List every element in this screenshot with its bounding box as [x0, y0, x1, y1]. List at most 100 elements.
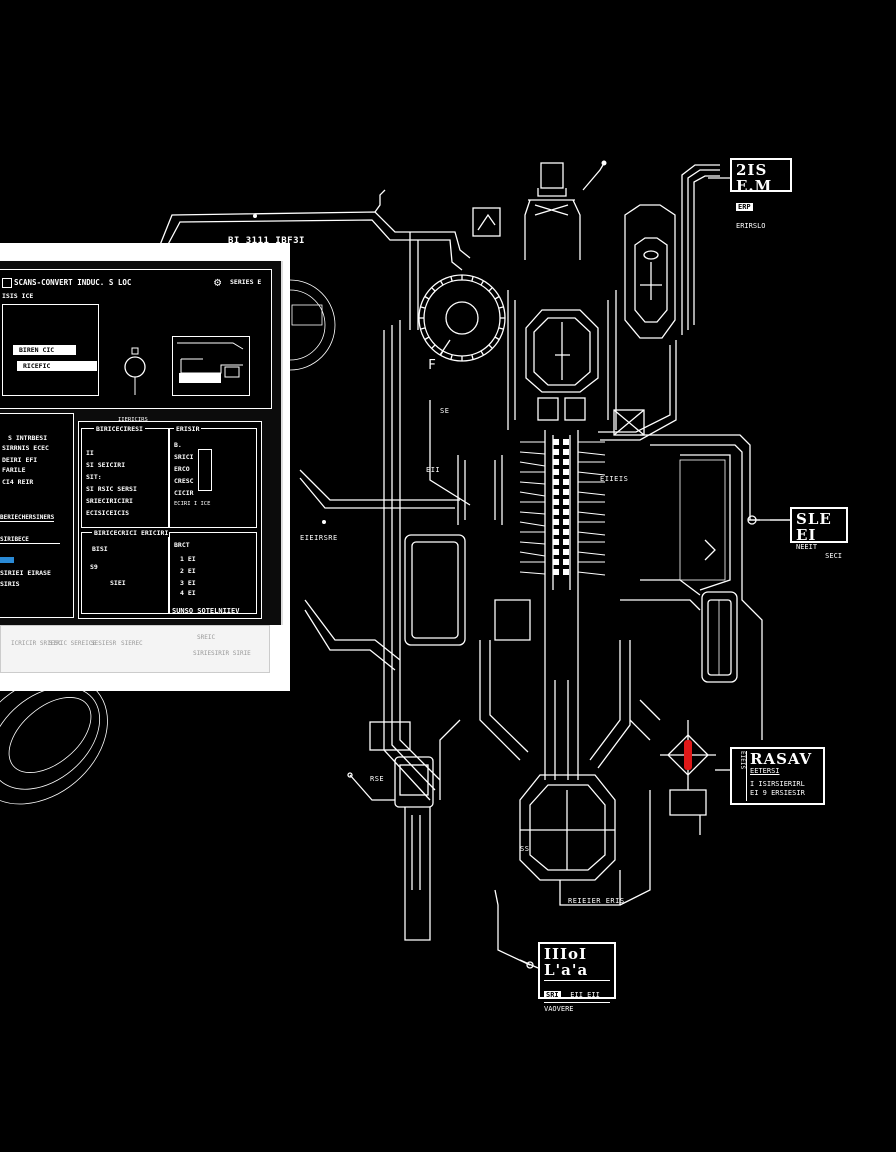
footer-text: SIRIESIRIR SIRIE	[193, 650, 251, 657]
ghost-ring	[289, 279, 336, 371]
tag-right-low-line1: I ISIRSIERIRL	[750, 780, 805, 788]
status-text: SUNSO SOTELNIIEV	[172, 607, 240, 615]
dial-tick	[498, 306, 504, 309]
central-chamber	[507, 290, 617, 430]
ic-pin	[563, 539, 569, 545]
dial-tick	[450, 276, 453, 282]
dial-tick	[471, 354, 474, 360]
tag-right-low-line2: EI 9 ERSIESIR	[750, 789, 805, 797]
ic-column	[519, 430, 606, 600]
cross-box	[613, 409, 645, 436]
sidebar-bottom[interactable]: SIRIS	[0, 580, 20, 588]
sidebar-bottom[interactable]: SIRIEI EIRASE	[0, 569, 51, 577]
ic-lead	[519, 451, 546, 455]
quad-tr-line: CICIR	[174, 489, 194, 497]
panel-body: SCANS-CONVERT INDUC. S LOC ⚙ SERIES E IS…	[0, 261, 283, 625]
tag-right-low-side: EIEIS	[734, 751, 747, 801]
dial-tick	[471, 276, 474, 282]
quad-br-line: 1 EI	[180, 555, 196, 563]
quad-tr-line: ERCO	[174, 465, 190, 473]
dial-tick	[480, 280, 485, 286]
sidebar-item[interactable]: DEIRI EFI	[2, 456, 38, 464]
ic-lead	[519, 511, 546, 515]
left-note: EIEIRSRE	[300, 534, 338, 542]
sidebar-item[interactable]: FARILE	[2, 466, 26, 474]
tag-right-low-sub: EETERSI	[750, 767, 780, 775]
cylinder-tank	[701, 591, 738, 683]
dial-tick	[431, 287, 436, 292]
quad-bl: BIRICECRICI ERICIRI BISI S9 SIEI	[81, 529, 171, 614]
note-4: EIIEIS	[600, 475, 629, 483]
rotary-dial	[418, 274, 506, 362]
quad-caption: IIERICIRS	[118, 417, 148, 423]
quad-br: BRCT 1 EI 2 EI 3 EI 4 EI	[169, 532, 257, 614]
app-icon	[2, 278, 12, 288]
quad-tl-line: II	[86, 449, 94, 457]
ic-pin	[553, 499, 559, 505]
dial-tick	[420, 306, 426, 309]
ic-pin	[553, 449, 559, 455]
ic-pin	[553, 489, 559, 495]
bar-button-1[interactable]: BIREN CIC	[13, 345, 76, 355]
quad-grid: BIRICECIRESI II SI SEICIRI SIT: SI RSIC …	[78, 421, 262, 619]
note-2: EII	[426, 466, 441, 474]
quad-bl-line: SIEI	[110, 579, 126, 587]
top-connector	[472, 160, 607, 260]
gear-icon[interactable]: ⚙	[214, 275, 222, 289]
quad-br-line: 4 EI	[180, 589, 196, 597]
ic-lead	[577, 511, 606, 516]
ic-lead	[519, 481, 546, 485]
ic-lead	[577, 451, 606, 456]
note-3: SS	[520, 845, 530, 853]
ic-pin	[553, 459, 559, 465]
tag-bottom-sub: EII EII	[570, 991, 600, 999]
ic-lead	[519, 551, 546, 557]
bar-button-2[interactable]: RICEFIC	[17, 361, 97, 371]
tag-right-mid-sub: NEEIT	[796, 543, 818, 551]
tag-right-low: EIEIS RASAV EETERSI I ISIRSIERIRL EI 9 E…	[730, 747, 825, 805]
ic-pin	[553, 549, 559, 555]
footer-text: SIRIC SEREICE	[49, 640, 96, 647]
left-box: BIREN CIC RICEFIC	[2, 304, 99, 396]
ic-pin	[553, 509, 559, 515]
tag-top-right-sub: ERIRSLO	[736, 222, 766, 230]
left-modules	[299, 320, 531, 801]
sidebar-item[interactable]: CI4 REIR	[2, 478, 34, 486]
ic-pin	[563, 489, 569, 495]
dial-tick	[488, 344, 493, 349]
sidebar-field[interactable]: SIRIBECE	[0, 536, 60, 544]
quad-tl-title: BIRICECIRESI	[94, 425, 145, 433]
dial-tick	[480, 350, 485, 356]
coil-node	[629, 699, 716, 816]
tag-right-mid: SLE EI NEEIT SECI	[790, 507, 848, 560]
quad-tl-line: SRIECIRICIRI	[86, 497, 133, 505]
ic-pin	[563, 459, 569, 465]
dial-tick	[420, 327, 426, 330]
sidebar-item[interactable]: S INTRBESI	[8, 434, 48, 442]
junction-dot	[253, 214, 257, 218]
dial-tick	[450, 354, 453, 360]
right-top-bus	[598, 164, 720, 441]
sidebar-item[interactable]: SIRRNIS ECEC	[2, 444, 49, 452]
quad-tr-caption: ECIRI I ICE	[174, 501, 211, 507]
footer-text: SIEREC	[121, 640, 143, 647]
ic-pin	[563, 519, 569, 525]
ic-lead	[519, 541, 546, 545]
note-5: RSE	[370, 775, 385, 783]
panel-subheader: ISIS ICE	[2, 292, 34, 300]
dial-tick	[494, 295, 500, 300]
ic-pin	[553, 439, 559, 445]
ic-pin	[553, 519, 559, 525]
selected-indicator	[0, 557, 14, 563]
sidebar: S INTRBESI SIRRNIS ECEC DEIRI EFI FARILE…	[0, 413, 74, 618]
quad-tr-line: CRESC	[174, 477, 194, 485]
ic-pin	[563, 479, 569, 485]
lower-routing	[347, 600, 701, 969]
sidebar-divider: BERIECHERSINERS	[0, 514, 55, 522]
quad-tl-line: ECISICEICIS	[86, 509, 130, 517]
meter-box	[472, 207, 501, 237]
ic-lead	[577, 471, 606, 476]
ic-lead	[519, 571, 546, 575]
ic-pin	[553, 529, 559, 535]
quad-bl-line: S9	[90, 563, 98, 571]
